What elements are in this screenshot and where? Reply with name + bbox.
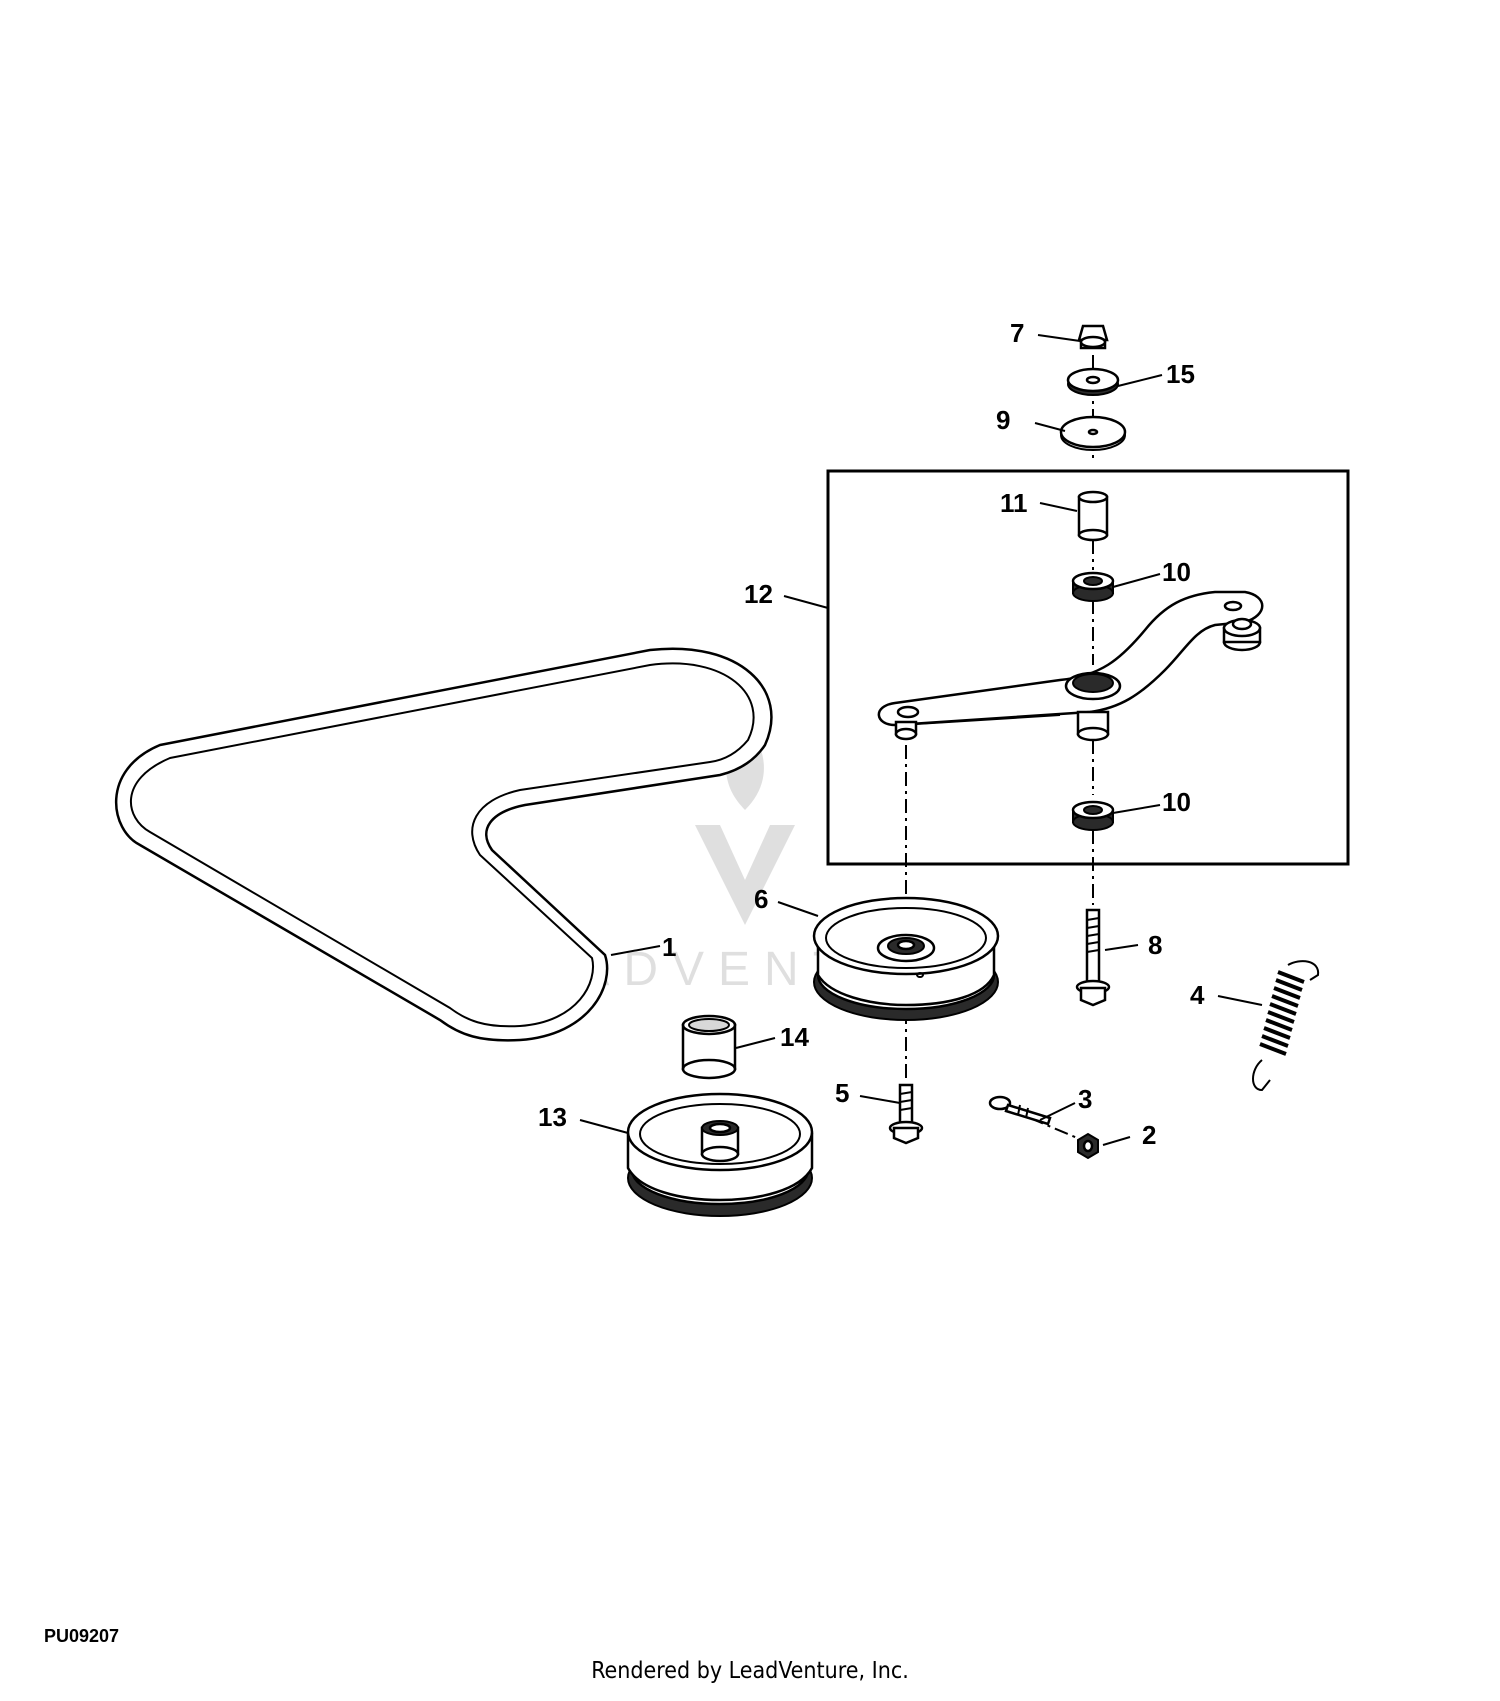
callouts: 1 2 3 4 5 6 7 8 9 10 10 11 12 13 14 15	[538, 318, 1205, 1150]
figure-id: PU09207	[44, 1626, 120, 1646]
callout-6: 6	[754, 884, 768, 914]
cap-screw-part	[888, 1083, 924, 1145]
callout-12: 12	[744, 579, 773, 609]
lock-nut-part	[1077, 324, 1109, 350]
callout-4: 4	[1190, 980, 1205, 1010]
callout-11: 11	[1000, 488, 1028, 518]
idler-arm-assembly-box	[826, 469, 1350, 866]
spacer-part	[1077, 490, 1109, 542]
idler-arm-part	[877, 590, 1264, 742]
callout-7: 7	[1010, 318, 1024, 348]
callout-9: 9	[996, 405, 1010, 435]
render-credit-footer: Rendered by LeadVenture, Inc.	[591, 1658, 909, 1684]
eye-bolt-part	[988, 1095, 1052, 1126]
callout-8: 8	[1148, 930, 1162, 960]
callout-1: 1	[662, 932, 676, 962]
leader-lines	[579, 334, 1263, 1146]
bushing-part	[681, 1014, 737, 1080]
carriage-bolt-part	[1075, 908, 1111, 1007]
callout-15: 15	[1166, 359, 1195, 389]
callout-5: 5	[835, 1078, 849, 1108]
drive-pulley-part	[626, 1092, 814, 1217]
washer-part	[1066, 367, 1120, 396]
bearing-upper-part	[1071, 571, 1115, 602]
callout-13: 13	[538, 1102, 567, 1132]
belt-part	[114, 647, 773, 1042]
callout-3: 3	[1078, 1084, 1092, 1114]
callout-10-lower: 10	[1162, 787, 1191, 817]
bearing-lower-part	[1071, 800, 1115, 831]
flat-washer-part	[1059, 415, 1127, 451]
callout-14: 14	[780, 1022, 809, 1052]
callout-2: 2	[1142, 1120, 1156, 1150]
idler-pulley-part	[812, 896, 1000, 1021]
extension-spring-part	[1252, 960, 1320, 1092]
hex-nut-part	[1077, 1132, 1099, 1160]
callout-10-upper: 10	[1162, 557, 1191, 587]
